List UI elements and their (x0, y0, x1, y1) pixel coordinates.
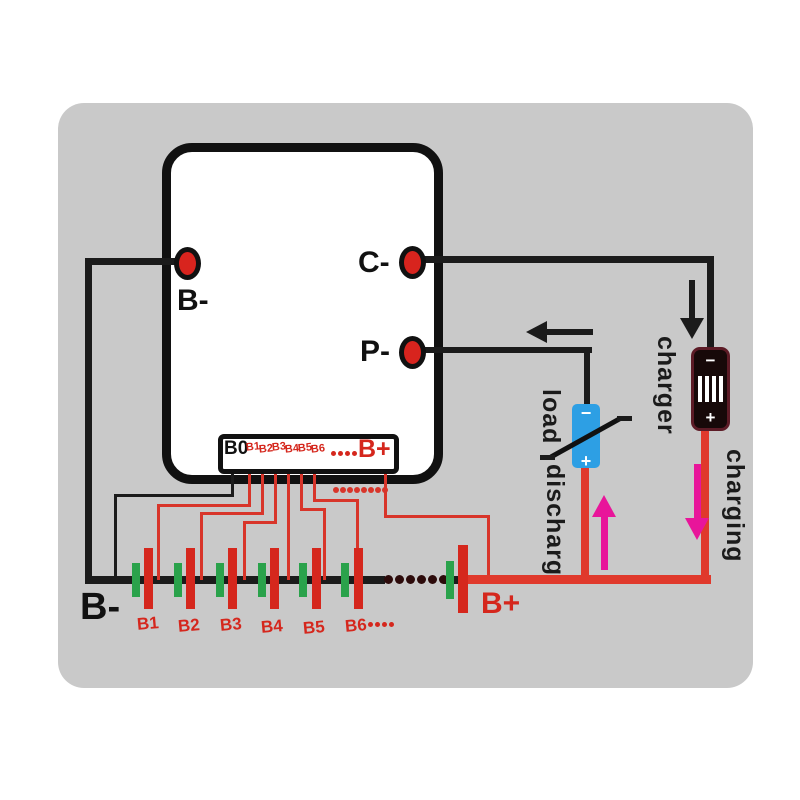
p-minus-terminal (399, 336, 426, 369)
wire-b2-vertical (200, 512, 203, 580)
charger-minus-sign: − (705, 351, 716, 370)
wire-bplus-power (466, 575, 711, 584)
wire-b5-horizontal (300, 508, 326, 511)
wire-b0-horizontal (114, 494, 234, 497)
cell4-positive-plate (270, 548, 279, 609)
c-minus-terminal (399, 246, 426, 279)
load-label: load (537, 389, 565, 445)
wire-b5-drop (300, 460, 303, 510)
wire-b6-drop (313, 460, 316, 501)
pack-bplus-label: B+ (481, 587, 521, 620)
discharge-current-arrow-icon (592, 495, 616, 517)
connector-pin-b0: B0 (224, 438, 249, 459)
charging-current-arrow-shaft (694, 464, 701, 520)
wire-b1-vertical (157, 504, 160, 580)
wire-b6-horizontal (313, 499, 359, 502)
cell-label-ellipsis-dots (368, 622, 396, 627)
wire-b3-horizontal (243, 521, 277, 524)
wire-cminus-to-charger (707, 256, 714, 350)
wire-b2-horizontal (200, 512, 264, 515)
wire-b4-vertical (287, 460, 290, 580)
charger-plug-icon (698, 376, 723, 402)
cell1-negative-plate (132, 563, 140, 597)
wire-b5-vertical (323, 508, 326, 580)
end-cell-positive-plate (458, 545, 468, 613)
switch-blade-right-stub (617, 416, 632, 421)
charging-label: charging (721, 449, 749, 563)
connector-ellipsis-dots (331, 451, 359, 456)
wire-bminus-vertical (85, 258, 92, 583)
discharge-direction-arrow-icon (526, 321, 547, 343)
wire-charging-vertical (701, 428, 709, 580)
cell1-label: B1 (136, 613, 160, 634)
chain-ellipsis-dots (384, 575, 450, 584)
charge-direction-arrow-icon (680, 318, 704, 339)
cell2-positive-plate (186, 548, 195, 609)
wire-b3-vertical (243, 521, 246, 580)
switch-plus-sign: + (580, 451, 592, 471)
wire-b6-vertical (356, 499, 359, 580)
cell5-negative-plate (299, 563, 307, 597)
c-minus-terminal-label: C- (358, 246, 390, 279)
cell6-positive-plate (354, 548, 363, 609)
wire-bplus-vertical (487, 515, 490, 578)
cell3-label: B3 (219, 614, 243, 635)
b-minus-terminal-label: B- (177, 284, 209, 317)
wire-bplus-horizontal (384, 515, 490, 518)
switch-blade-left-stub (540, 455, 555, 460)
wire-b1-drop (248, 460, 251, 506)
balance-connector (218, 434, 399, 474)
cell4-label: B4 (260, 616, 284, 637)
connector-pin-bplus: B+ (358, 435, 391, 463)
discharge-label: discharg (541, 464, 569, 577)
wire-pminus-to-switch (584, 347, 590, 409)
wire-b1-horizontal (157, 504, 251, 507)
wire-b0-drop (231, 458, 234, 496)
cell6-label: B6 (344, 615, 368, 636)
wire-bminus-horizontal (85, 258, 190, 265)
wire-cminus-horizontal (420, 256, 714, 263)
discharge-current-arrow-shaft (601, 514, 608, 570)
cell4-negative-plate (258, 563, 266, 597)
charging-current-arrow-icon (685, 518, 709, 540)
wire-pminus-horizontal (420, 347, 592, 353)
wire-b2-drop (261, 460, 264, 514)
b-minus-terminal (174, 247, 201, 280)
sense-wire-ellipsis-dots (333, 487, 389, 493)
discharge-switch: − + (572, 403, 600, 471)
cell6-negative-plate (341, 563, 349, 597)
pack-bminus-label: B- (80, 586, 121, 628)
end-cell-negative-plate (446, 561, 454, 599)
p-minus-terminal-label: P- (360, 335, 390, 368)
switch-minus-sign: − (580, 403, 592, 423)
charge-direction-arrow-shaft (689, 280, 695, 320)
connector-pin-b6: B6 (310, 442, 326, 456)
charger-label: charger (652, 336, 680, 435)
charger: − + (691, 347, 730, 431)
cell3-positive-plate (228, 548, 237, 609)
discharge-direction-arrow-shaft (546, 329, 593, 335)
wire-discharge-vertical (581, 466, 589, 578)
wire-b0-vertical (114, 494, 117, 580)
bms-board (162, 143, 443, 484)
cell2-negative-plate (174, 563, 182, 597)
cell5-label: B5 (302, 617, 326, 638)
cell2-label: B2 (177, 615, 201, 636)
cell1-positive-plate (144, 548, 153, 609)
cell3-negative-plate (216, 563, 224, 597)
wire-b3-drop (274, 460, 277, 523)
cell5-positive-plate (312, 548, 321, 609)
charger-plus-sign: + (705, 408, 716, 427)
